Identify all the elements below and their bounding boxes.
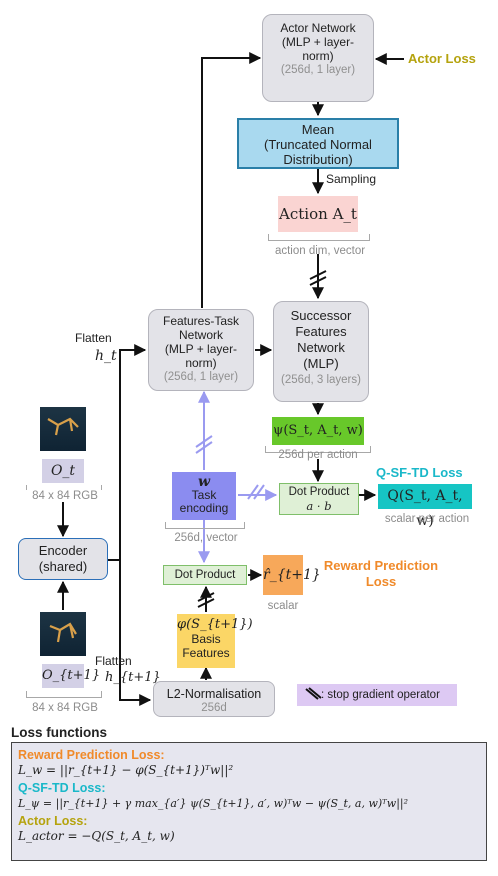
encoder-box: Encoder (shared) (18, 538, 108, 580)
stopgrad-legend: : stop gradient operator (297, 684, 457, 706)
reward-pred-line1: Reward Prediction (323, 558, 439, 573)
stopgrad-marks (197, 270, 327, 608)
ft-line1: Features-Task (162, 314, 240, 328)
obs-bottom-bracket (26, 691, 102, 698)
obs-bottom-box: O_{t+1} (42, 664, 100, 688)
features-task-network: Features-Task Network (MLP + layer- norm… (148, 309, 254, 391)
loss-functions-box: Reward Prediction Loss: L_w = ||r_{t+1} … (11, 742, 487, 861)
actor-line3: norm) (302, 49, 334, 63)
action-box: Action A_t (278, 196, 358, 232)
action-label: Action A_t (279, 205, 357, 223)
reward-loss-title: Reward Prediction Loss: (18, 748, 165, 762)
walker-figure-icon (49, 622, 77, 643)
sf-line1: Successor (290, 308, 352, 323)
mean-box: Mean (Truncated Normal Distribution) (237, 118, 399, 169)
phi-box: φ(S_{t+1}) Basis Features (177, 614, 253, 668)
flatten-bottom-label: Flatten (95, 654, 132, 668)
sf-loss-title: Q-SF-TD Loss: (18, 781, 106, 795)
edge-enc-ft (108, 344, 147, 561)
psi-box: ψ(S_t, A_t, w) (272, 417, 364, 445)
walker-figure-icon (47, 417, 79, 436)
phi-line2: Basis (191, 632, 221, 646)
phi-line3: Features (182, 646, 230, 660)
obs-bottom-note: 84 x 84 RGB (20, 702, 110, 714)
actor-line1: Actor Network (280, 21, 356, 35)
reward-pred-line2: Loss (365, 574, 397, 589)
task-line2: encoding (179, 501, 229, 515)
task-line1: Task (191, 488, 217, 502)
actor-loss-title: Actor Loss: (18, 814, 88, 828)
sf-loss-eq: L_ψ = ||r_{t+1} + γ max_{a′} ψ(S_{t+1}, … (18, 797, 409, 810)
mean-line3: Distribution) (283, 152, 353, 167)
stopgrad-marks-purple (195, 435, 265, 500)
actor-dims: (256d, 1 layer) (280, 64, 356, 76)
loss-functions-title: Loss functions (11, 725, 108, 740)
edge-ft-actor (201, 52, 262, 308)
actor-loss-eq: L_actor = −Q(S_t, A_t, w) (18, 829, 175, 843)
actor-loss-label: Actor Loss (408, 51, 476, 66)
mean-line2: (Truncated Normal (264, 137, 372, 152)
action-note: action dim, vector (274, 245, 366, 257)
obs-bottom-label: O_{t+1} (42, 668, 101, 683)
reward-prediction-loss-label: Reward Prediction Loss (306, 558, 456, 590)
encoder-line1: Encoder (38, 543, 88, 558)
h-t-label: h_t (95, 348, 117, 364)
ft-dims: (256d, 1 layer) (163, 371, 239, 383)
sf-line3: Network (297, 340, 345, 355)
reward-loss-eq: L_w = ||r_{t+1} − φ(S_{t+1})ᵀw||² (18, 763, 234, 777)
edge-enc-l2 (119, 560, 152, 706)
action-bracket (268, 234, 370, 241)
dot-top-line1: Dot Product (288, 486, 350, 498)
flatten-top-label: Flatten (75, 331, 112, 345)
obs-top-note: 84 x 84 RGB (20, 490, 110, 502)
sf-line2: Features (295, 324, 347, 339)
stopgrad-icon (305, 687, 322, 700)
q-box: Q(S_t, A_t, w) (378, 484, 472, 529)
dot-product-bottom: Dot Product (163, 565, 247, 585)
observation-image-bottom (40, 612, 86, 656)
successor-features-network: Successor Features Network (MLP) (256d, … (273, 301, 369, 402)
task-bracket (165, 522, 245, 529)
psi-label: ψ(S_t, A_t, w) (273, 423, 363, 438)
q-label: Q(S_t, A_t, w) (387, 488, 463, 529)
task-encoding-box: w Task encoding (172, 472, 236, 520)
r-hat-label: r̂_{t+1} (263, 567, 321, 583)
psi-note: 256d per action (278, 449, 358, 461)
sf-line4: (MLP) (303, 356, 339, 371)
obs-top-box: O_t (42, 459, 84, 483)
stopgrad-text: : stop gradient operator (321, 689, 440, 701)
task-note: 256d, vector (174, 532, 238, 544)
mean-line1: Mean (301, 122, 335, 137)
r-hat-note: scalar (267, 600, 299, 612)
dot-product-top: Dot Product a · b (279, 483, 359, 515)
actor-network: Actor Network (MLP + layer- norm) (256d,… (262, 14, 374, 102)
task-symbol: w (197, 474, 211, 490)
ft-line3: (MLP + layer- (164, 342, 238, 356)
r-hat-box: r̂_{t+1} (263, 555, 321, 595)
encoder-line2: (shared) (38, 559, 88, 574)
q-note: scalar per action (384, 513, 470, 525)
ft-line4: norm) (185, 356, 217, 370)
l2-normalisation-box: L2-Normalisation 256d (153, 681, 275, 717)
obs-top-label: O_t (50, 463, 76, 479)
ft-line2: Network (178, 328, 223, 342)
l2-label: L2-Normalisation (166, 687, 262, 701)
dot-top-line2: a · b (306, 499, 332, 513)
l2-note: 256d (201, 702, 227, 714)
actor-line2: (MLP + layer- (281, 35, 355, 49)
psi-bracket (265, 446, 371, 453)
h-t1-label: h_{t+1} (105, 670, 161, 685)
observation-image-top (40, 407, 86, 451)
q-sf-td-label: Q-SF-TD Loss (376, 465, 463, 480)
phi-label: φ(S_{t+1}) (177, 617, 253, 632)
sf-dims: (256d, 3 layers) (281, 374, 361, 386)
dot-bottom-label: Dot Product (174, 569, 236, 581)
sampling-label: Sampling (326, 172, 377, 186)
